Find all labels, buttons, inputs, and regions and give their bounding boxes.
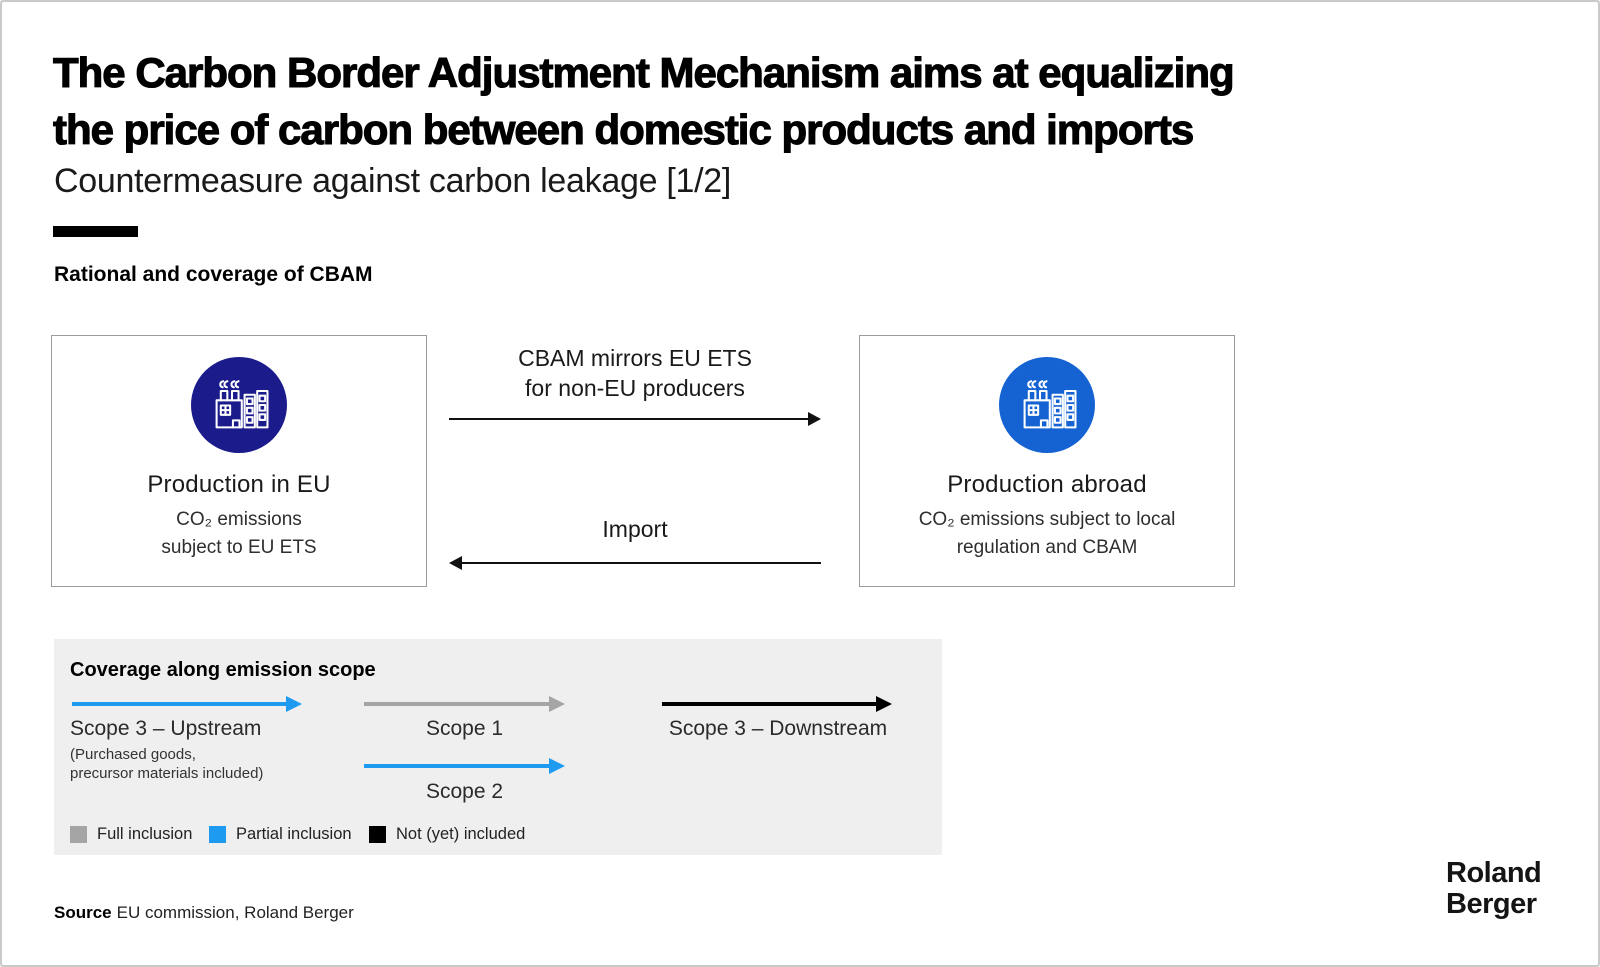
import-arrow-label: Import (602, 516, 668, 542)
cbam-arrow-label-line1: CBAM mirrors EU ETS (518, 345, 752, 371)
scope1-label: Scope 1 (425, 717, 504, 740)
cbam-arrow-label: CBAM mirrors EU ETS for non-EU producers (449, 343, 821, 403)
icon-circle-eu (191, 357, 287, 453)
cbam-right-arrow (449, 411, 821, 427)
scope1-arrow (364, 696, 565, 712)
eu-box-note-line2: subject to EU ETS (161, 537, 317, 558)
arrow-head (549, 696, 565, 712)
scope3-upstream-note: (Purchased goods, precursor materials in… (70, 745, 263, 783)
scope3-downstream-label: Scope 3 – Downstream (668, 717, 888, 740)
eu-box-note: CO₂ emissions subject to EU ETS (161, 506, 316, 562)
arrow-line (460, 562, 821, 564)
factory-icon (1023, 380, 1077, 429)
arrow-line (364, 702, 554, 706)
abroad-box-note-line1: CO₂ emissions subject to local (918, 509, 1176, 530)
not-included-swatch (369, 826, 386, 843)
arrow-head (876, 696, 892, 712)
logo-line2: Berger (1446, 888, 1537, 920)
arrow-line (72, 702, 291, 706)
coverage-panel: Coverage along emission scope Scope 3 – … (54, 639, 942, 855)
full-inclusion-swatch (70, 826, 87, 843)
scope3-upstream-note-line1: (Purchased goods, (70, 746, 196, 763)
icon-circle-abroad (999, 357, 1095, 453)
logo-line1: Roland (1446, 857, 1542, 889)
scope3-upstream-label: Scope 3 – Upstream (70, 717, 262, 740)
arrow-head (286, 696, 302, 712)
arrow-line (364, 764, 554, 768)
import-left-arrow (449, 555, 821, 571)
scope3-upstream-note-line2: precursor materials included) (70, 765, 264, 782)
section-heading: Rational and coverage of CBAM (54, 263, 373, 286)
page-title-line1: The Carbon Border Adjustment Mechanism a… (52, 48, 1235, 96)
scope2-arrow (364, 758, 565, 774)
coverage-heading: Coverage along emission scope (70, 659, 376, 681)
source-label: Source (54, 903, 112, 922)
source-text: EU commission, Roland Berger (116, 903, 354, 922)
arrow-head (808, 412, 821, 426)
factory-icon (215, 380, 269, 429)
legend-item-not-included: Not (yet) included (369, 825, 525, 844)
eu-box-title: Production in EU (147, 471, 331, 498)
scope3-upstream-arrow (72, 696, 302, 712)
production-abroad-box: Production abroad CO₂ emissions subject … (859, 335, 1235, 587)
abroad-box-title: Production abroad (947, 471, 1147, 498)
scope3-downstream-arrow (662, 696, 892, 712)
production-in-eu-box: Production in EU CO₂ emissions subject t… (51, 335, 427, 587)
partial-inclusion-label: Partial inclusion (236, 825, 352, 843)
title-accent-bar (53, 226, 138, 237)
cbam-arrow-label-line2: for non-EU producers (525, 375, 745, 401)
legend-item-partial-inclusion: Partial inclusion (209, 825, 352, 844)
not-included-label: Not (yet) included (396, 825, 526, 843)
roland-berger-logo: Roland Berger (1446, 857, 1542, 920)
eu-box-note-line1: CO₂ emissions (176, 509, 302, 530)
page-title: The Carbon Border Adjustment Mechanism a… (52, 44, 1235, 158)
page-title-line2: the price of carbon between domestic pro… (52, 105, 1194, 153)
arrow-head (449, 556, 462, 570)
full-inclusion-label: Full inclusion (97, 825, 193, 843)
abroad-box-note: CO₂ emissions subject to local regulatio… (919, 506, 1176, 562)
scope2-label: Scope 2 (425, 780, 504, 803)
abroad-box-note-line2: regulation and CBAM (956, 537, 1138, 558)
partial-inclusion-swatch (209, 826, 226, 843)
arrow-head (549, 758, 565, 774)
legend-item-full-inclusion: Full inclusion (70, 825, 192, 844)
arrow-line (449, 418, 810, 420)
page-subtitle: Countermeasure against carbon leakage [1… (54, 162, 731, 200)
arrow-line (662, 702, 881, 706)
